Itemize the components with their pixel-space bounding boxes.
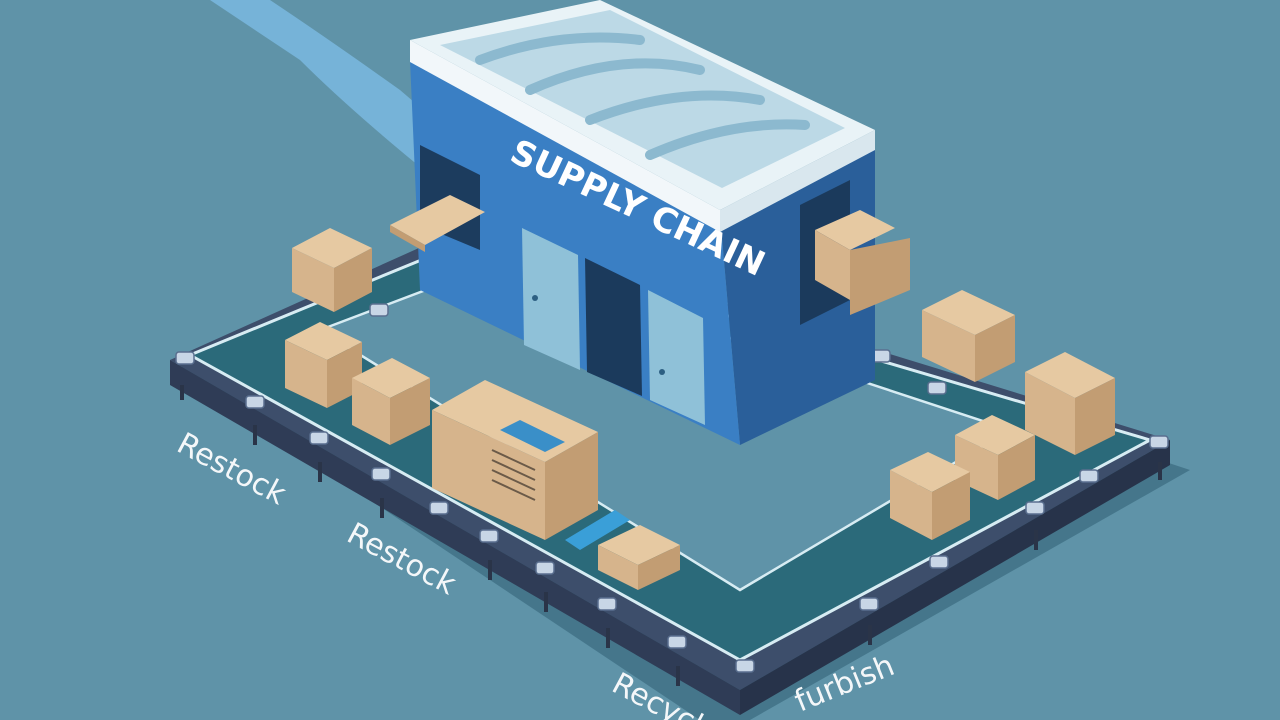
tape-strip — [565, 510, 630, 550]
inner-floor — [320, 262, 1010, 590]
box — [292, 228, 372, 312]
roof-fascia-side — [720, 130, 875, 232]
box — [352, 358, 430, 445]
box — [955, 415, 1035, 500]
conveyor-legs — [180, 385, 1162, 686]
box — [922, 290, 1015, 382]
door-center-opening — [585, 258, 642, 396]
roof-skylights — [475, 32, 810, 160]
box — [390, 195, 485, 252]
roof-fascia — [410, 40, 720, 232]
conveyor-front-rail — [170, 360, 740, 715]
box — [598, 525, 680, 590]
box — [815, 210, 910, 315]
cardboard-box-icon — [285, 195, 1115, 590]
box — [432, 380, 598, 540]
box — [890, 452, 970, 540]
warehouse-icon: SUPPLY CHAIN — [410, 0, 875, 445]
conveyor-right-rail — [740, 440, 1170, 715]
box — [1025, 352, 1115, 455]
light-streak — [210, 0, 470, 175]
door-right — [648, 290, 705, 425]
door-left — [522, 228, 580, 370]
